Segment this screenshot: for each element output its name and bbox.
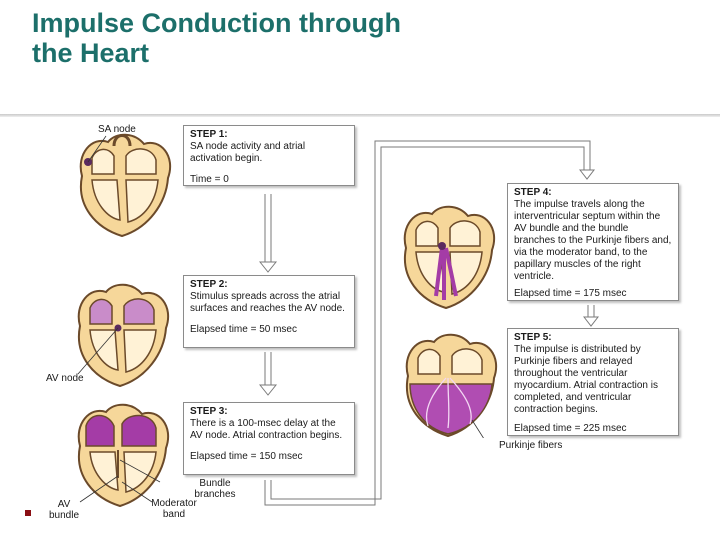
left-atrium — [91, 148, 115, 175]
step-4-text: The impulse travels along the interventr… — [514, 199, 672, 282]
label-av-node: AV node — [46, 373, 84, 384]
step-3-time: Elapsed time = 150 msec — [190, 451, 303, 462]
left-atrium — [417, 348, 441, 375]
label-moderator-band: Moderator band — [151, 498, 197, 520]
arrow-step4-to-step5 — [582, 305, 600, 327]
right-ventricle — [125, 179, 159, 223]
bundle-branches-activated — [434, 247, 458, 300]
left-ventricle — [89, 329, 119, 371]
step-1-box: STEP 1: SA node activity and atrial acti… — [183, 125, 355, 186]
right-ventricle — [449, 251, 483, 295]
right-ventricle — [123, 451, 157, 493]
arrow-step2-to-step3 — [258, 352, 278, 396]
right-atrium — [451, 348, 483, 375]
step-1-text: SA node activity and atrial activation b… — [190, 141, 306, 164]
step-2-text: Stimulus spreads across the atrial surfa… — [190, 291, 345, 314]
step-3-text: There is a 100-msec delay at the AV node… — [190, 418, 343, 441]
aorta — [112, 134, 132, 147]
heart-step-3 — [77, 403, 170, 508]
slide-title: Impulse Conduction through the Heart — [32, 8, 401, 68]
step-2-box: STEP 2: Stimulus spreads across the atri… — [183, 275, 355, 348]
right-atrium-activated — [123, 298, 155, 325]
step-3-box: STEP 3: There is a 100-msec delay at the… — [183, 402, 355, 475]
av-node-marker — [438, 242, 446, 250]
right-ventricle — [123, 329, 157, 373]
step-1-heading: STEP 1: — [190, 129, 228, 140]
purkinje-fiber-lines — [425, 377, 472, 429]
step-2-heading: STEP 2: — [190, 279, 228, 290]
title-divider — [0, 114, 720, 117]
heart-step-4 — [403, 205, 496, 310]
step-5-time: Elapsed time = 225 msec — [514, 423, 627, 434]
step-1-time: Time = 0 — [190, 174, 229, 185]
step-5-heading: STEP 5: — [514, 332, 552, 343]
heart-step-1 — [79, 133, 172, 238]
heart-step-2 — [77, 283, 170, 388]
title-line-2: the Heart — [32, 38, 150, 68]
step-5-box: STEP 5: The impulse is distributed by Pu… — [507, 328, 679, 436]
left-atrium-contracting — [85, 414, 115, 447]
left-atrium — [415, 220, 439, 247]
slide-bullet — [25, 510, 31, 516]
right-atrium — [125, 148, 157, 175]
ventricular-myocardium-activated — [409, 383, 493, 435]
label-sa-node: SA node — [98, 124, 136, 135]
step-4-time: Elapsed time = 175 msec — [514, 288, 627, 299]
left-ventricle — [91, 179, 121, 221]
step-2-time: Elapsed time = 50 msec — [190, 324, 297, 335]
label-purkinje-fibers: Purkinje fibers — [499, 440, 563, 451]
arrow-step1-to-step2 — [258, 194, 278, 273]
title-line-1: Impulse Conduction through — [32, 8, 401, 38]
label-av-bundle: AV bundle — [48, 499, 80, 521]
right-atrium-contracting — [121, 414, 157, 447]
right-atrium — [449, 220, 481, 247]
left-atrium-activated — [89, 298, 113, 325]
label-bundle-branches: Bundle branches — [194, 478, 236, 500]
step-5-text: The impulse is distributed by Purkinje f… — [514, 344, 658, 415]
heart-step-5 — [405, 333, 498, 438]
step-4-box: STEP 4: The impulse travels along the in… — [507, 183, 679, 301]
step-3-heading: STEP 3: — [190, 406, 228, 417]
step-4-heading: STEP 4: — [514, 187, 552, 198]
